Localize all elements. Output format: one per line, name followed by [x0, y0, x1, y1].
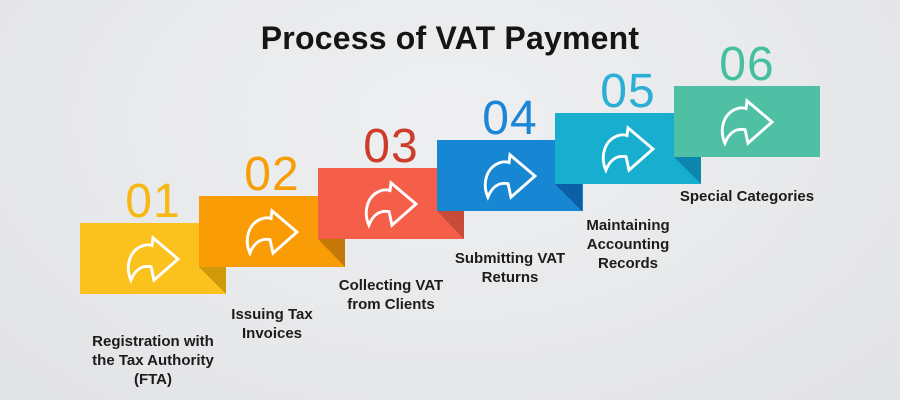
step-label: Collecting VAT from Clients: [338, 277, 444, 313]
step-number: 02: [244, 148, 300, 201]
step-label: Submitting VAT Returns: [454, 250, 566, 286]
step-number: 04: [482, 92, 538, 145]
step-number: 01: [125, 175, 181, 228]
arrow-icon: [483, 151, 538, 201]
step-label: Maintaining Accounting Records: [586, 217, 670, 272]
page-title: Process of VAT Payment: [260, 20, 640, 56]
step-label: Issuing Tax Invoices: [231, 306, 313, 342]
arrow-icon: [364, 179, 419, 229]
step-box: [674, 86, 820, 157]
arrow-icon: [126, 234, 181, 284]
arrow-icon: [245, 207, 300, 257]
step-label: Special Categories: [679, 188, 815, 205]
arrow-icon: [601, 124, 656, 174]
arrow-icon: [720, 97, 775, 147]
step-number: 05: [600, 65, 656, 118]
step-number: 03: [363, 120, 419, 173]
step-number: 06: [719, 38, 775, 91]
step-label: Registration with the Tax Authority (FTA…: [92, 333, 214, 388]
